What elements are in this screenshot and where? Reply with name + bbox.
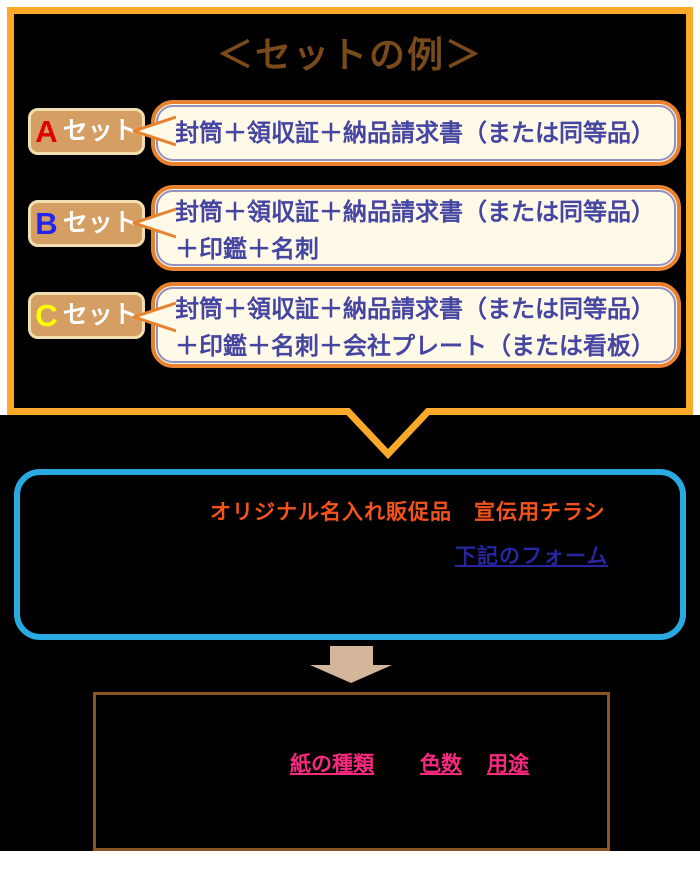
set-b-suffix: セット: [62, 209, 138, 237]
set-b-badge: B セット: [28, 200, 145, 247]
set-a-contents: 封筒＋領収証＋納品請求書（または同等品）: [175, 119, 655, 147]
promo-highlight-text: オリジナル名入れ販促品 宣伝用チラシ: [210, 501, 606, 524]
set-c-badge: C セット: [28, 292, 145, 339]
set-c-contents-line1: 封筒＋領収証＋納品請求書（または同等品）: [175, 296, 655, 323]
order-details-box: [93, 692, 610, 851]
down-block-arrow-icon: [310, 646, 392, 683]
set-b-contents-line2: ＋印鑑＋名刺: [175, 236, 319, 263]
set-c-contents-line2: ＋印鑑＋名刺＋会社プレート（または看板）: [175, 333, 655, 360]
set-b-bubble: 封筒＋領収証＋納品請求書（または同等品） ＋印鑑＋名刺: [151, 185, 681, 271]
form-link[interactable]: 下記のフォーム: [455, 545, 609, 568]
bubble-tail-icon: [132, 115, 176, 147]
paper-type-link[interactable]: 紙の種類: [290, 753, 374, 776]
promo-box: [14, 469, 686, 640]
set-c-bubble: 封筒＋領収証＋納品請求書（または同等品） ＋印鑑＋名刺＋会社プレート（または看板…: [151, 282, 681, 368]
set-b-letter: B: [35, 206, 58, 241]
down-notch-arrow-icon: [7, 408, 693, 459]
bubble-tail-icon: [132, 207, 176, 239]
set-a-suffix: セット: [62, 117, 138, 145]
set-a-badge: A セット: [28, 108, 145, 155]
set-a-bubble: 封筒＋領収証＋納品請求書（または同等品）: [151, 100, 681, 166]
set-examples-title: ＜セットの例＞: [216, 34, 483, 75]
set-a-letter: A: [35, 114, 58, 149]
set-b-contents-line1: 封筒＋領収証＋納品請求書（または同等品）: [175, 199, 655, 226]
set-c-letter: C: [35, 298, 58, 333]
set-c-suffix: セット: [62, 301, 138, 329]
usage-link[interactable]: 用途: [487, 753, 529, 776]
color-count-link[interactable]: 色数: [420, 753, 462, 776]
bubble-tail-icon: [132, 301, 176, 333]
